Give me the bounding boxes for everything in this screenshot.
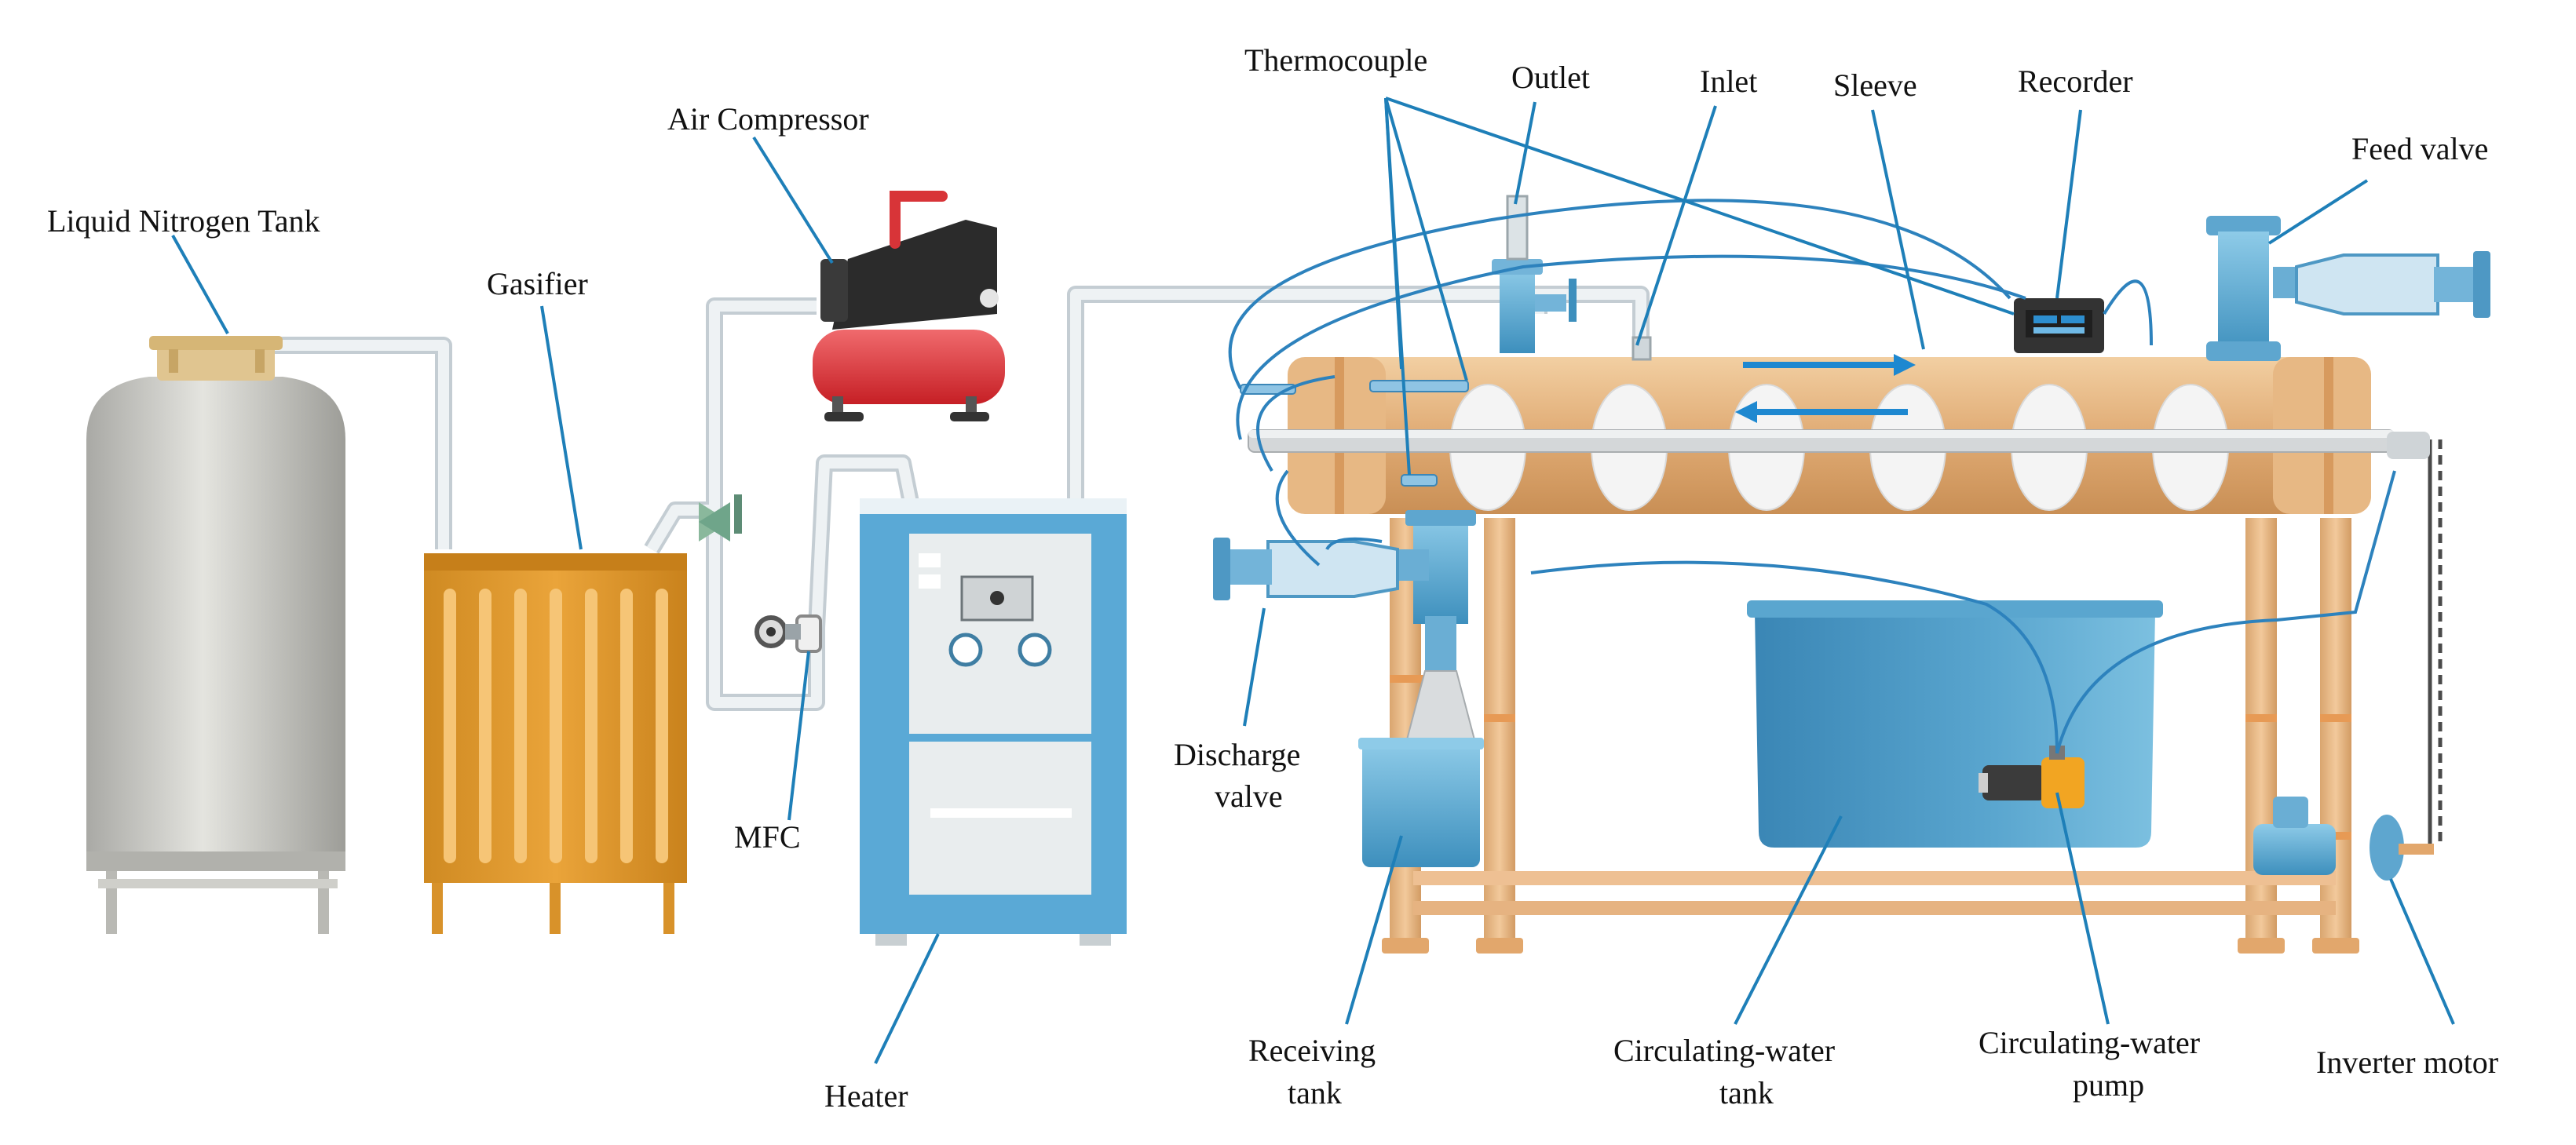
label-discharge-valve-line1: Discharge bbox=[1174, 737, 1300, 772]
flow-arrow-reverse bbox=[1735, 401, 1908, 423]
label-receiving-tank-line2: tank bbox=[1288, 1075, 1342, 1110]
outlet-fitting bbox=[1492, 195, 1577, 353]
label-liquid-nitrogen-tank: Liquid Nitrogen Tank bbox=[47, 203, 320, 239]
circulating-water-pump bbox=[1979, 746, 2085, 808]
gas-inlet-valve bbox=[699, 494, 742, 542]
label-inverter-motor: Inverter motor bbox=[2316, 1045, 2498, 1080]
label-feed-valve: Feed valve bbox=[2351, 131, 2488, 166]
liquid-nitrogen-tank bbox=[86, 336, 345, 934]
label-sleeve: Sleeve bbox=[1833, 67, 1917, 103]
flow-arrow-forward bbox=[1743, 354, 1916, 376]
label-outlet: Outlet bbox=[1511, 60, 1590, 95]
label-air-compressor: Air Compressor bbox=[667, 101, 869, 137]
signal-and-water-lines bbox=[1228, 199, 2396, 754]
recorder-device bbox=[2014, 298, 2104, 353]
inlet-fitting bbox=[1631, 336, 1652, 361]
leader-lines bbox=[171, 97, 2455, 1064]
receiving-tank bbox=[1358, 670, 1484, 867]
label-thermocouple: Thermocouple bbox=[1244, 42, 1427, 78]
heater bbox=[860, 498, 1127, 946]
mfc-device bbox=[755, 614, 822, 653]
air-compressor bbox=[813, 191, 1005, 421]
label-gasifier: Gasifier bbox=[487, 266, 588, 301]
label-circulating-water-tank-line1: Circulating-water bbox=[1613, 1033, 1835, 1068]
label-inlet: Inlet bbox=[1700, 64, 1757, 99]
shaft-end bbox=[2387, 432, 2430, 459]
reactor-vessel bbox=[1248, 357, 2395, 514]
gasifier bbox=[424, 553, 687, 934]
discharge-valve bbox=[1213, 510, 1476, 671]
label-discharge-valve-line2: valve bbox=[1215, 779, 1283, 814]
label-circulating-water-pump-line1: Circulating-water bbox=[1979, 1025, 2200, 1060]
drive-chain bbox=[2428, 439, 2443, 844]
circulating-water-tank bbox=[1747, 600, 2163, 848]
feed-valve bbox=[2206, 216, 2490, 361]
inverter-motor bbox=[2253, 797, 2434, 881]
label-heater: Heater bbox=[824, 1078, 908, 1114]
label-receiving-tank-line1: Receiving bbox=[1248, 1033, 1376, 1068]
label-circulating-water-pump-line2: pump bbox=[2073, 1067, 2144, 1103]
label-mfc: MFC bbox=[734, 819, 801, 855]
thermocouple-probes bbox=[1240, 380, 1469, 487]
label-circulating-water-tank-line2: tank bbox=[1719, 1075, 1774, 1110]
label-recorder: Recorder bbox=[2018, 64, 2133, 99]
